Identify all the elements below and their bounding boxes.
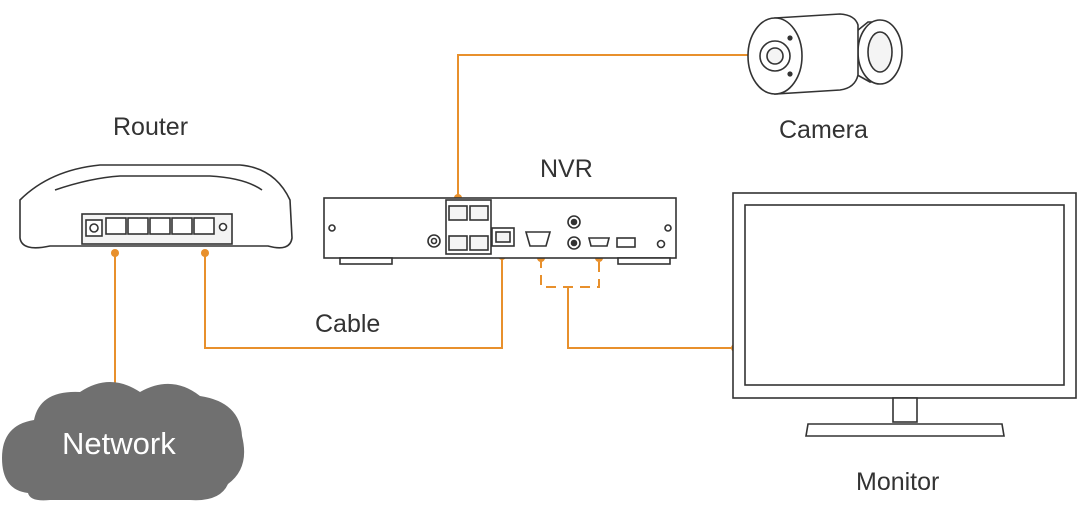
nvr-router-cable	[204, 253, 503, 349]
camera	[747, 13, 903, 95]
monitor-label: Monitor	[856, 468, 940, 496]
camera-cable	[457, 54, 750, 198]
monitor-cable	[567, 287, 735, 349]
router-label: Router	[113, 113, 189, 141]
monitor	[732, 192, 1077, 437]
cables	[114, 54, 750, 395]
nvr	[323, 197, 677, 265]
router	[19, 164, 293, 249]
network-cloud	[2, 382, 245, 501]
camera-label: Camera	[779, 116, 868, 144]
cable-label: Cable	[315, 310, 381, 338]
video-output-bracket	[540, 258, 600, 288]
network-label: Network	[62, 426, 176, 461]
nvr-label: NVR	[540, 155, 593, 183]
